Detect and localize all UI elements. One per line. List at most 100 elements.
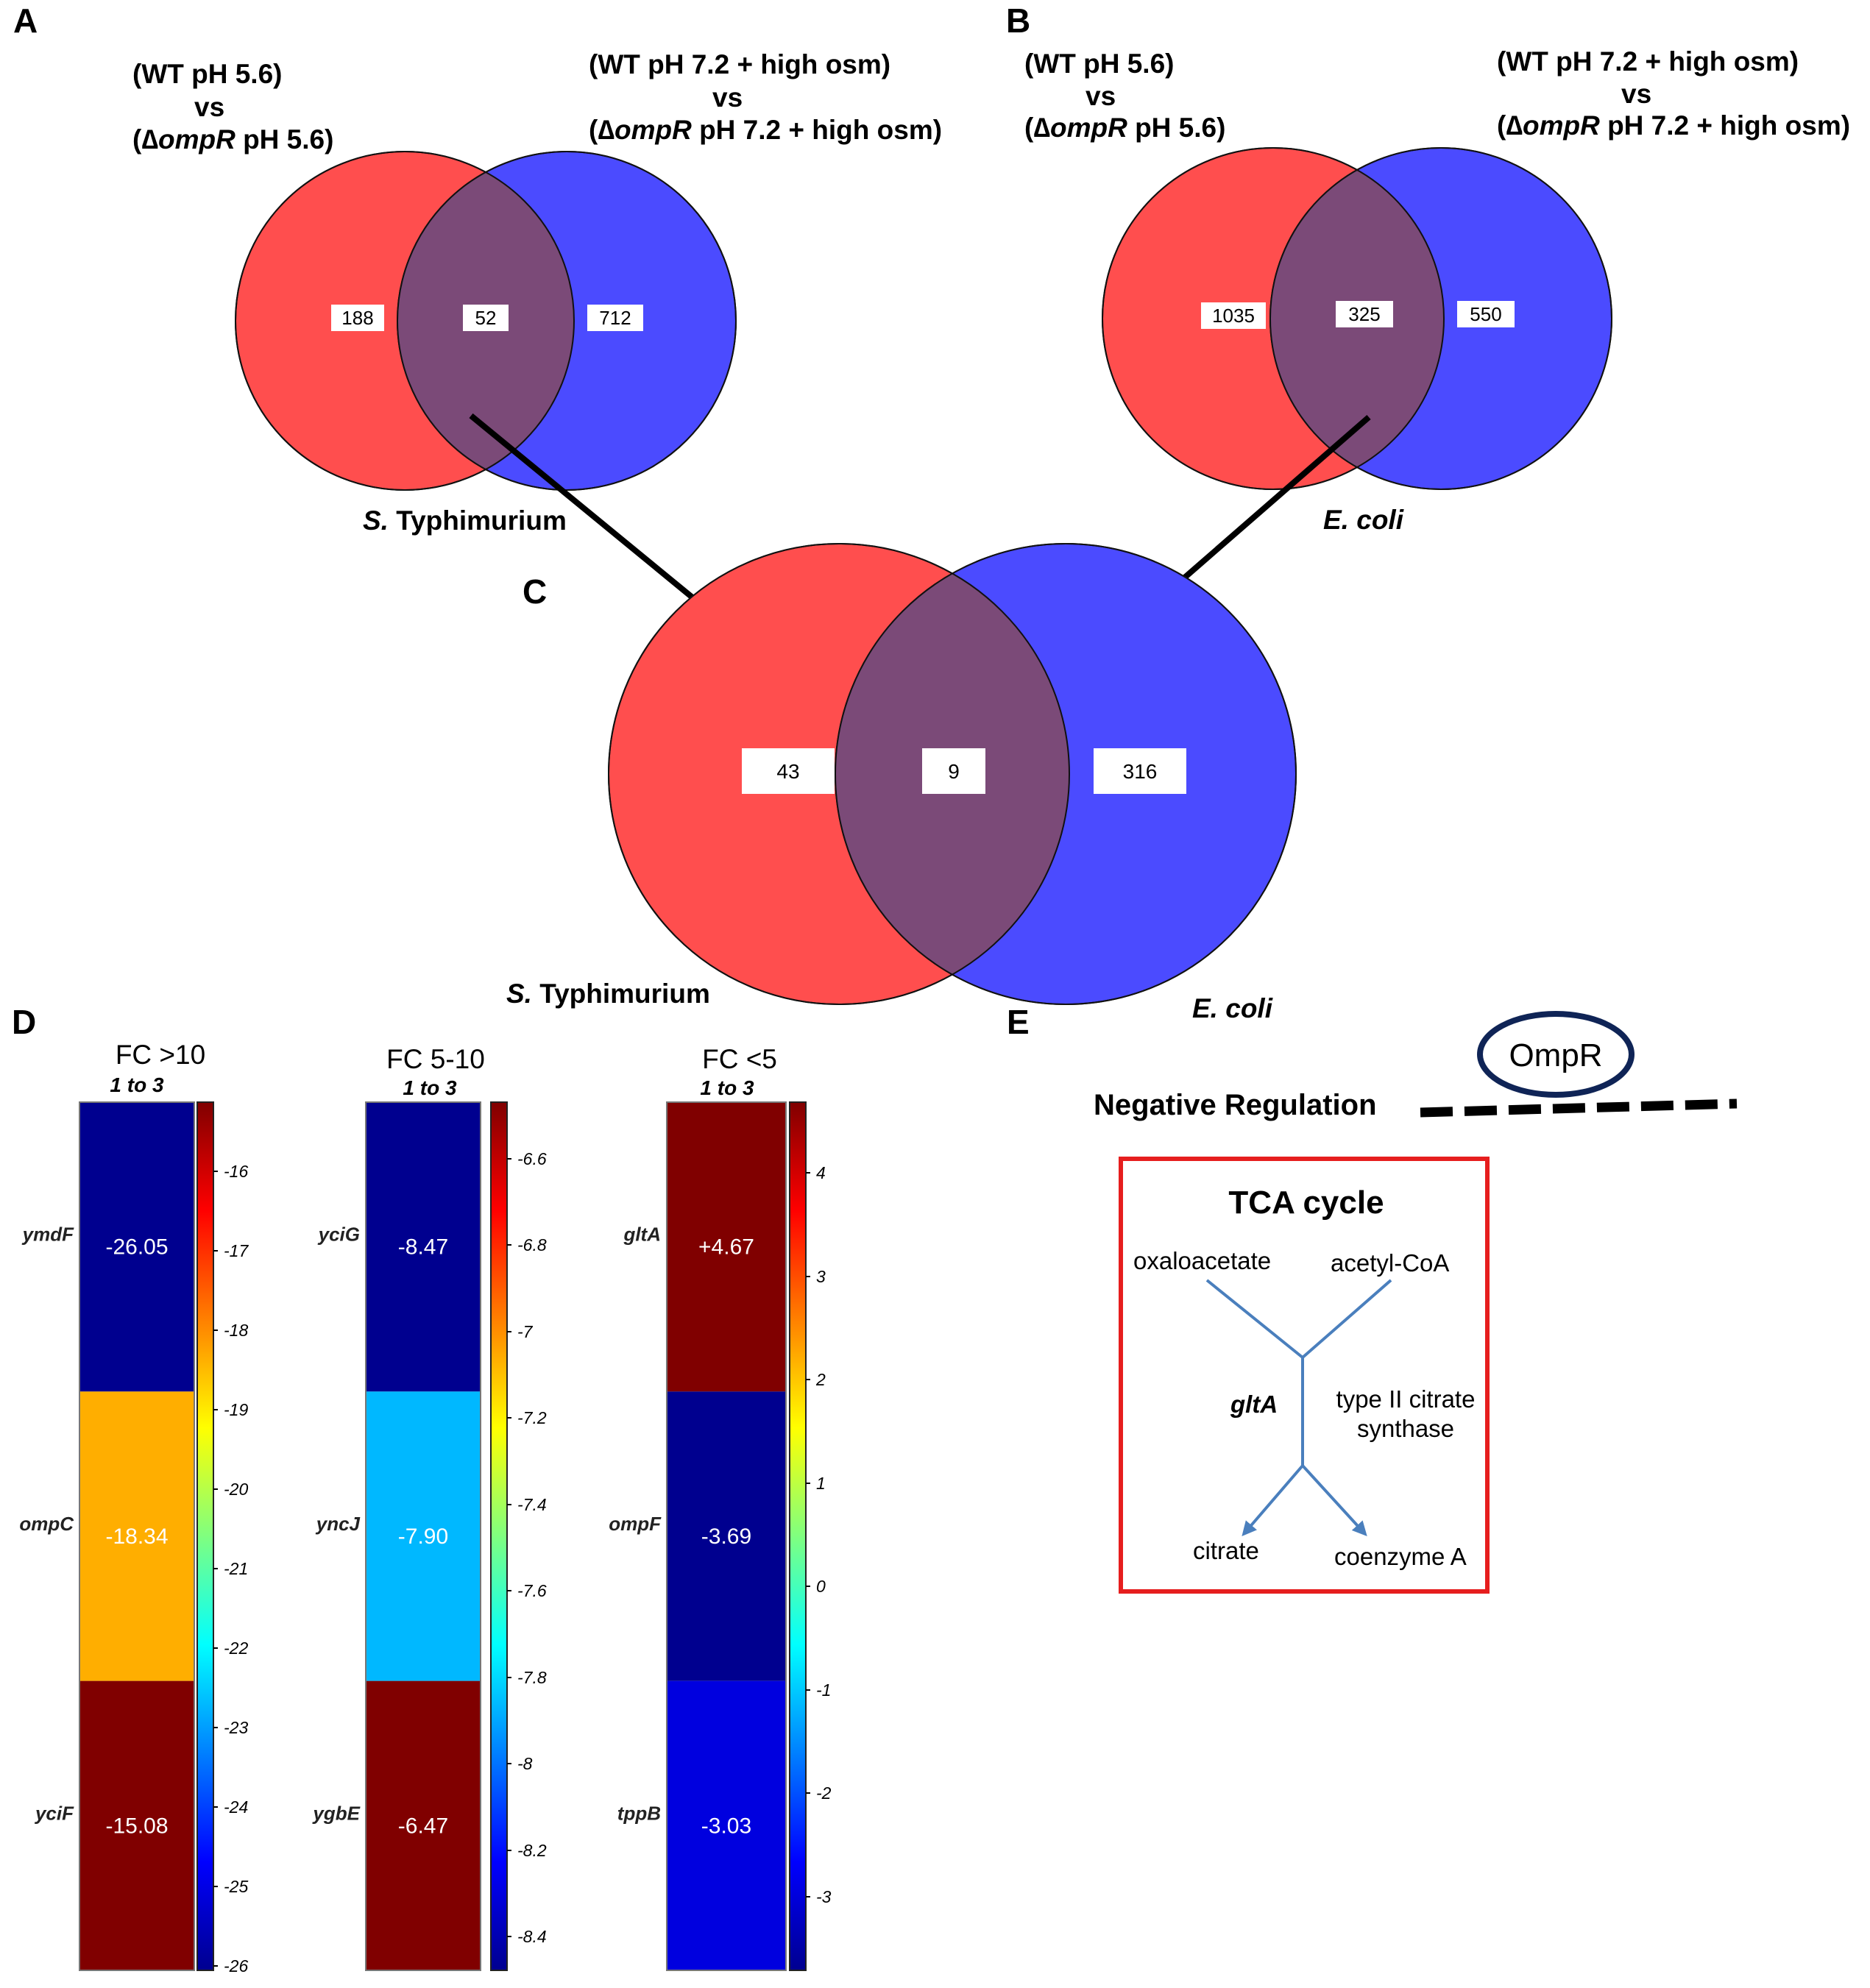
heatmap-1-colorbar-tick-label-1: -16 (224, 1162, 248, 1181)
heatmap-1-cell-3 (79, 1680, 194, 1970)
heatmap-2-colorbar-tick-label-9: -8.2 (517, 1841, 547, 1860)
panel-b-right-label-line1: (WT pH 7.2 + high osm) (1497, 46, 1799, 77)
heatmap-2-colorbar-tick-label-6: -7.6 (517, 1581, 547, 1600)
panel-a: A (WT pH 5.6) vs (∆ompR pH 5.6) (WT pH 7… (13, 1, 942, 536)
heatmap-3-cell-value-2: -3.69 (701, 1524, 751, 1549)
venn-c-right-count: 316 (1123, 760, 1158, 783)
heatmap-1-colorbar-tick-label-8: -23 (224, 1718, 248, 1737)
heatmap-2-gene-1: yciG (317, 1224, 360, 1246)
venn-a-overlap (397, 152, 574, 490)
heatmap-1-cell-value-2: -18.34 (105, 1524, 168, 1549)
venn-c-left-count: 43 (776, 760, 799, 783)
panel-a-left-label-line3: (∆ompR pH 5.6) (132, 124, 333, 155)
heatmap-2-colorbar-tick-label-10: -8.4 (517, 1927, 547, 1946)
product-coenzyme-a: coenzyme A (1334, 1543, 1467, 1570)
heatmap-1-gene-1: ymdF (21, 1224, 74, 1246)
substrate-oxaloacetate: oxaloacetate (1133, 1247, 1271, 1274)
substrate-acetyl-coa: acetyl-CoA (1331, 1249, 1449, 1277)
heatmap-1-colorbar-tick-label-9: -24 (224, 1797, 248, 1817)
panel-letter-c: C (523, 572, 547, 611)
heatmap-2-cell-1 (366, 1102, 481, 1392)
panel-a-left-label-line1: (WT pH 5.6) (132, 59, 282, 89)
heatmap-2-colorbar-tick-label-5: -7.4 (517, 1495, 547, 1514)
heatmap-1-colorbar (196, 1101, 214, 1971)
heatmap-3-title: FC <5 (702, 1044, 777, 1074)
heatmap-3-cell-1 (667, 1102, 786, 1392)
heatmap-3-colorbar-tick-label-1: 4 (816, 1163, 826, 1182)
heatmap-2-colorbar-tick-label-3: -7 (517, 1322, 534, 1341)
gene-glta-label: gltA (1230, 1391, 1278, 1418)
heatmap-2-frame (365, 1101, 481, 1971)
heatmap-2-gene-2: yncJ (315, 1513, 361, 1535)
heatmap-3-colorbar-tick-label-7: -2 (816, 1783, 832, 1803)
heatmap-1-colorbar-tick-label-4: -19 (224, 1400, 248, 1419)
pathway-lines (1205, 1279, 1392, 1537)
heatmap-1-colorbar-tick-label-2: -17 (224, 1241, 249, 1260)
ompr-regulator-label: OmpR (1509, 1037, 1602, 1073)
heatmap-2-cell-value-1: -8.47 (398, 1235, 448, 1260)
heatmap-2-subtitle: 1 to 3 (403, 1076, 457, 1099)
negative-regulation-label: Negative Regulation (1094, 1089, 1377, 1121)
heatmap-2-colorbar-tick-label-1: -6.6 (517, 1149, 547, 1168)
heatmap-1-colorbar-tick-label-7: -22 (224, 1639, 248, 1658)
panel-b-species: E. coli (1323, 505, 1404, 535)
heatmap-group: FC >101 to 3-26.05ymdF-18.34ompC-15.08yc… (19, 1040, 831, 1975)
panel-d: D FC >101 to 3-26.05ymdF-18.34ompC-15.08… (12, 1003, 832, 1975)
heatmap-1-colorbar-tick-label-3: -18 (224, 1321, 248, 1340)
panel-b-left-label-line2: vs (1085, 81, 1116, 111)
panel-letter-b: B (1006, 1, 1030, 40)
panel-a-left-label-line2: vs (194, 92, 224, 122)
heatmap-3-colorbar-tick-label-5: 0 (816, 1577, 826, 1596)
panel-e: E OmpR Negative Regulation TCA cycle oxa… (1007, 1003, 1738, 1594)
enzyme-label-line2: synthase (1357, 1415, 1454, 1442)
panel-b-right-label-line3: (∆ompR pH 7.2 + high osm) (1497, 110, 1850, 141)
enzyme-label-line1: type II citrate (1336, 1385, 1476, 1413)
panel-letter-e: E (1007, 1003, 1030, 1041)
arrow-a-to-c (469, 413, 723, 623)
heatmap-2-colorbar-tick-label-2: -6.8 (517, 1235, 547, 1254)
heatmap-1-cell-value-1: -26.05 (105, 1235, 168, 1260)
panel-letter-a: A (13, 1, 38, 40)
panel-b-right-label-line2: vs (1621, 79, 1651, 109)
heatmap-2-gene-3: ygbE (311, 1802, 360, 1824)
negative-regulation-dashed-line (1420, 1098, 1738, 1118)
heatmap-1-colorbar-tick-label-6: -21 (224, 1559, 248, 1578)
heatmap-3-colorbar-tick-label-8: -3 (816, 1887, 832, 1906)
panel-b-left-label-line1: (WT pH 5.6) (1024, 49, 1174, 79)
venn-b-left-count: 1035 (1212, 305, 1255, 327)
heatmap-2-colorbar-tick-label-7: -7.8 (517, 1668, 547, 1687)
heatmap-2-cell-3 (366, 1680, 481, 1970)
panel-c-species-right: E. coli (1192, 993, 1273, 1023)
panel-a-right-label-line2: vs (712, 82, 743, 113)
ompr-regulator-ring (1477, 1011, 1635, 1098)
heatmap-1-colorbar-tick-label-5: -20 (224, 1480, 248, 1499)
heatmap-3-colorbar (789, 1101, 807, 1971)
venn-a-overlap-count: 52 (475, 307, 497, 329)
panel-a-right-label-line3: (∆ompR pH 7.2 + high osm) (589, 115, 942, 145)
heatmap-3-gene-2: ompF (609, 1513, 662, 1535)
heatmap-2-colorbar-tick-label-8: -8 (517, 1754, 533, 1773)
panel-b-left-label-line3: (∆ompR pH 5.6) (1024, 113, 1225, 143)
heatmap-3-colorbar-tick-label-6: -1 (816, 1680, 831, 1700)
heatmap-2-title: FC 5-10 (386, 1044, 485, 1074)
heatmap-3-subtitle: 1 to 3 (700, 1076, 754, 1099)
tca-cycle-title: TCA cycle (1228, 1185, 1384, 1221)
venn-b-overlap-count: 325 (1348, 303, 1380, 325)
panel-letter-d: D (12, 1003, 36, 1041)
heatmap-2-colorbar-tick-label-4: -7.2 (517, 1408, 547, 1427)
venn-a-left-count: 188 (341, 307, 373, 329)
heatmap-3-gene-3: tppB (617, 1802, 661, 1824)
heatmap-1-gene-3: yciF (34, 1802, 74, 1824)
venn-a-right-count: 712 (599, 307, 631, 329)
heatmap-1-cell-1 (79, 1102, 194, 1392)
venn-c-overlap-count: 9 (948, 760, 960, 783)
heatmap-1-gene-2: ompC (19, 1513, 74, 1535)
heatmap-3-cell-2 (667, 1391, 786, 1681)
heatmap-1-title: FC >10 (116, 1040, 205, 1070)
venn-b-right-count: 550 (1470, 303, 1501, 325)
heatmap-3-frame (666, 1101, 787, 1971)
tca-cycle-box (1119, 1157, 1490, 1594)
heatmap-2-colorbar (490, 1101, 508, 1971)
panel-a-right-label-line1: (WT pH 7.2 + high osm) (589, 49, 890, 79)
